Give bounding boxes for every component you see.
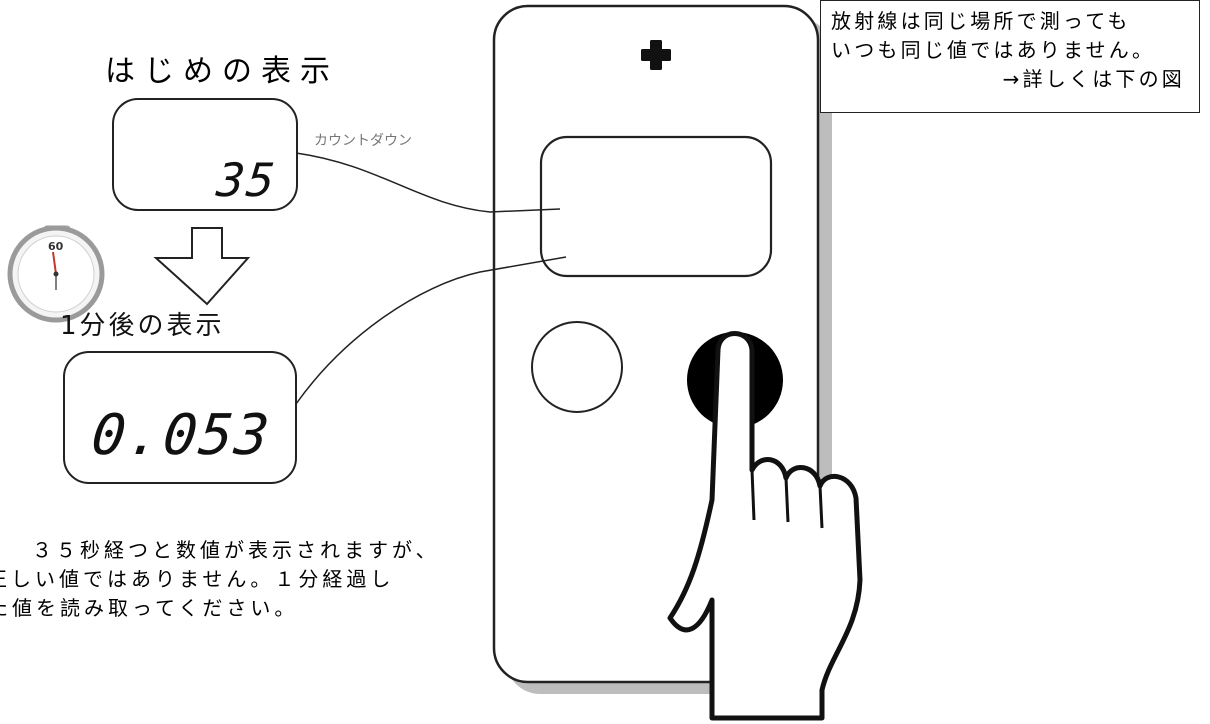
after-one-minute-title: 1分後の表示 — [60, 311, 225, 341]
finger-crease-1 — [750, 469, 756, 521]
down-arrow-icon — [153, 227, 251, 306]
note-line-3: た値を読み取ってください。 — [0, 596, 299, 620]
stopwatch-dial-label: 60 — [48, 240, 64, 253]
info-callout: 放射線は同じ場所で測っても いつも同じ値ではありません。 →詳しくは下の図 — [820, 0, 1200, 113]
initial-display-title: はじめの表示 — [105, 54, 339, 89]
after-display-box: 0.053 — [63, 351, 297, 484]
finger-crease-3 — [818, 485, 824, 529]
info-line-2: いつも同じ値ではありません。 — [831, 38, 1156, 62]
stopwatch-icon — [7, 225, 105, 323]
initial-display-value: 35 — [213, 153, 279, 207]
countdown-label: カウントダウン — [314, 133, 412, 149]
connector-line-top — [295, 152, 561, 213]
plus-icon — [641, 40, 671, 70]
note-line-1: ３５秒経つと数値が表示されますが、 — [32, 538, 440, 562]
initial-display-box: 35 — [112, 98, 298, 211]
device-screen — [539, 135, 773, 278]
left-button[interactable] — [531, 321, 623, 413]
info-line-3: →詳しくは下の図 — [1002, 67, 1185, 91]
note-line-2: 正しい値ではありません。１分経過し — [0, 567, 395, 591]
info-line-1: 放射線は同じ場所で測っても — [831, 9, 1131, 33]
connector-line-bottom — [295, 256, 567, 405]
finger-crease-2 — [784, 477, 790, 523]
instruction-note: ３５秒経つと数値が表示されますが、 正しい値ではありません。１分経過し た値を読… — [0, 536, 500, 623]
pointing-hand-icon — [667, 331, 863, 721]
after-display-value: 0.053 — [89, 403, 275, 468]
